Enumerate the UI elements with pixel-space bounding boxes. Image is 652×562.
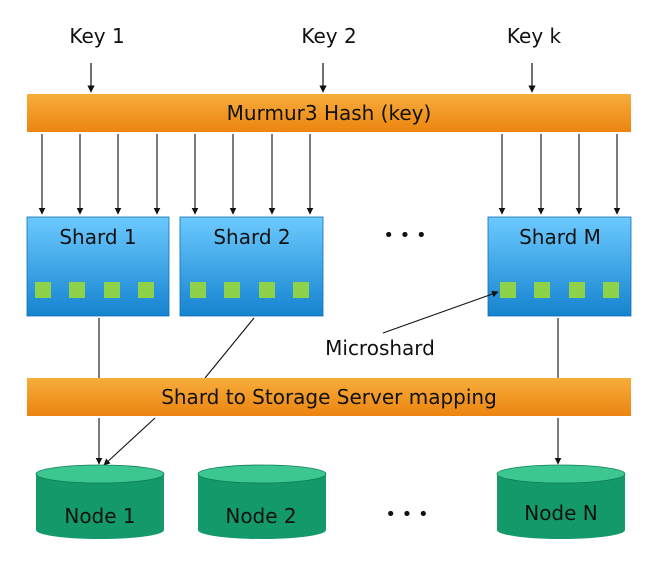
shard-m: Shard M (487, 216, 632, 317)
microshard (293, 282, 309, 298)
shard-m-label: Shard M (519, 225, 601, 249)
microshard (138, 282, 154, 298)
microshard (500, 282, 516, 298)
shard-1: Shard 1 (26, 216, 170, 317)
node-1-label: Node 1 (64, 504, 135, 528)
microshard-label: Microshard (325, 336, 435, 360)
node-ellipsis: • • • (385, 504, 428, 525)
mapping-to-node-arrows (95, 417, 562, 466)
node-2: Node 2 (197, 464, 327, 539)
microshard (35, 282, 51, 298)
microshard (190, 282, 206, 298)
key-arrows (87, 63, 536, 93)
shard-2: Shard 2 (179, 216, 324, 317)
node-2-label: Node 2 (225, 504, 296, 528)
shard-1-label: Shard 1 (59, 225, 136, 249)
key-label-2: Key 2 (301, 24, 356, 48)
hash-bar-label: Murmur3 Hash (key) (227, 101, 432, 125)
microshard-callout-arrow (382, 290, 499, 334)
microshard (259, 282, 275, 298)
microshard (104, 282, 120, 298)
shard-to-node-lines (98, 317, 559, 379)
node-n: Node N (496, 464, 626, 539)
node-1: Node 1 (35, 464, 165, 539)
hash-to-shard-arrows (38, 134, 621, 215)
hash-bar (27, 94, 631, 132)
key-label-k: Key k (507, 24, 562, 48)
shard-2-label: Shard 2 (213, 225, 290, 249)
microshard (569, 282, 585, 298)
microshard (224, 282, 240, 298)
mapping-bar (27, 378, 631, 416)
key-label-1: Key 1 (69, 24, 124, 48)
microshard (534, 282, 550, 298)
node-n-label: Node N (524, 501, 598, 525)
microshard (69, 282, 85, 298)
microshard (603, 282, 619, 298)
mapping-bar-label: Shard to Storage Server mapping (161, 385, 497, 409)
shard-ellipsis: • • • (383, 225, 426, 246)
